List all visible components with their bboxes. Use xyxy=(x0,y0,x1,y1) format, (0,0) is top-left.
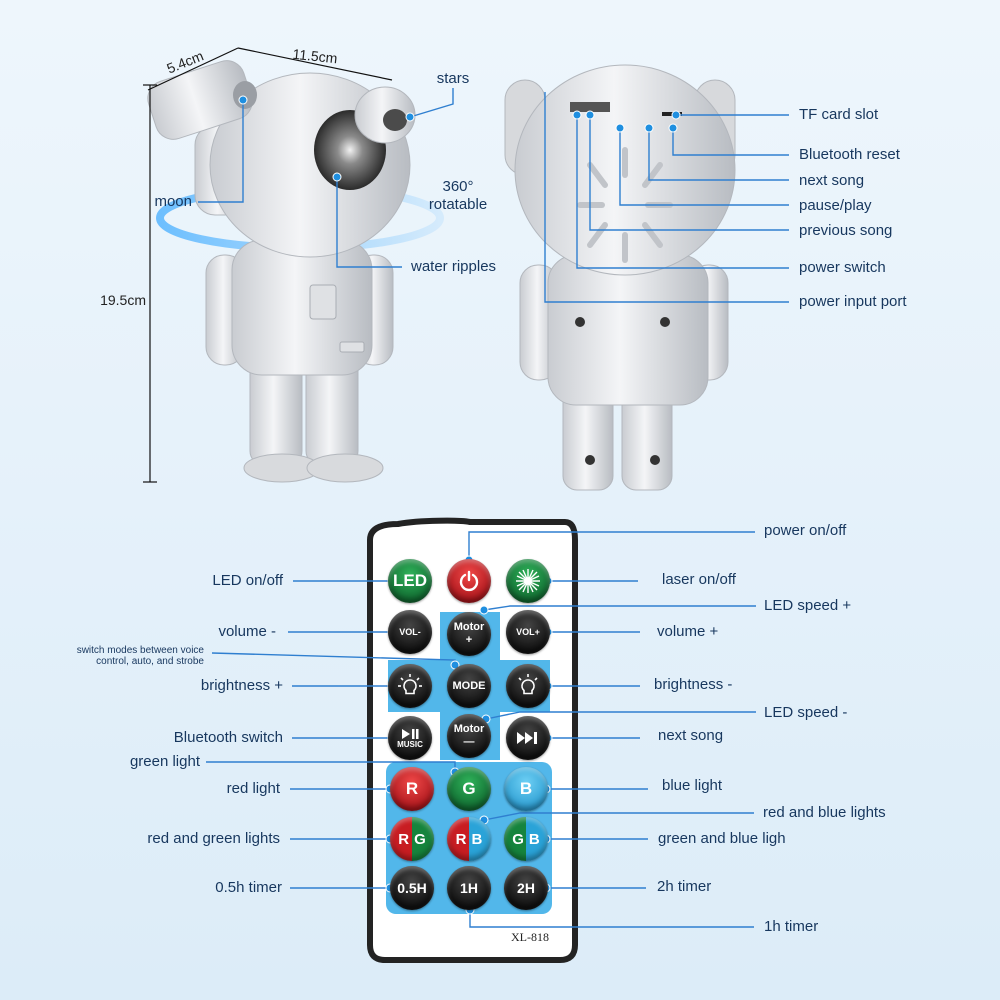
blue-light-button[interactable]: B xyxy=(504,767,548,811)
label-switch-modes: switch modes between voice control, auto… xyxy=(76,645,204,667)
label-green-light: green light xyxy=(129,753,200,770)
label-previous-song: previous song xyxy=(799,222,893,239)
power-icon xyxy=(459,570,479,592)
led-button[interactable]: LED xyxy=(388,559,432,603)
label-moon: moon xyxy=(154,193,192,210)
play-pause-icon xyxy=(402,728,419,739)
timer-1h-button[interactable]: 1H xyxy=(447,866,491,910)
label-led-speed-plus: LED speed + xyxy=(764,597,852,614)
mode-button[interactable]: MODE xyxy=(447,664,491,708)
height-dimension: 19.5cm xyxy=(100,292,146,308)
dimension-lines xyxy=(143,47,393,483)
label-power-switch: power switch xyxy=(799,259,886,276)
label-laser-onoff: laser on/off xyxy=(662,571,736,588)
volume-up-button[interactable]: VOL+ xyxy=(506,610,550,654)
power-button[interactable] xyxy=(447,559,491,603)
label-next-song-remote: next song xyxy=(658,727,724,744)
label-timer-1: 1h timer xyxy=(764,918,819,935)
motor-plus-button[interactable]: Motor + xyxy=(447,612,491,656)
remote-leader-lines xyxy=(206,531,756,928)
laser-starburst-icon xyxy=(516,569,540,593)
label-water-ripples: water ripples xyxy=(411,258,497,275)
label-volume-plus: volume + xyxy=(657,623,719,640)
fast-forward-icon xyxy=(517,732,537,744)
label-pause-play: pause/play xyxy=(799,197,872,214)
brightness-down-button[interactable] xyxy=(506,664,550,708)
label-timer-2: 2h timer xyxy=(657,878,712,895)
label-brightness-minus: brightness - xyxy=(654,676,733,693)
label-led-speed-minus: LED speed - xyxy=(764,704,848,721)
bluetooth-music-button[interactable]: MUSIC xyxy=(388,716,432,760)
label-next-song-back: next song xyxy=(799,172,865,189)
label-stars: stars xyxy=(436,70,470,87)
top-anchor-dots xyxy=(238,95,681,182)
label-power-onoff: power on/off xyxy=(764,522,847,539)
label-red-and-green: red and green lights xyxy=(147,830,280,847)
label-timer-05: 0.5h timer xyxy=(215,879,282,896)
label-volume-minus: volume - xyxy=(218,623,276,640)
label-green-and-blue: green and blue ligh xyxy=(658,830,786,847)
next-song-button[interactable] xyxy=(506,716,550,760)
back-astronaut xyxy=(504,64,736,491)
label-red-and-blue: red and blue lights xyxy=(763,804,886,821)
bulb-icon xyxy=(398,674,422,695)
model-number: XL-818 xyxy=(511,930,549,944)
volume-down-button[interactable]: VOL- xyxy=(388,610,432,654)
label-brightness-plus: brightness + xyxy=(200,677,283,694)
laser-button[interactable] xyxy=(506,559,550,603)
bulb-icon xyxy=(518,674,538,695)
motor-minus-button[interactable]: Motor — xyxy=(447,714,491,758)
front-astronaut xyxy=(147,60,444,483)
brightness-up-button[interactable] xyxy=(388,664,432,708)
timer-2h-button[interactable]: 2H xyxy=(504,866,548,910)
label-red-light: red light xyxy=(226,780,280,797)
label-led-onoff: LED on/off xyxy=(212,572,283,589)
label-power-input-port: power input port xyxy=(799,293,907,310)
label-blue-light: blue light xyxy=(662,777,723,794)
label-bluetooth-switch: Bluetooth switch xyxy=(173,729,283,746)
top-leader-lines xyxy=(198,88,789,303)
green-light-button[interactable]: G xyxy=(447,767,491,811)
red-light-button[interactable]: R xyxy=(390,767,434,811)
timer-0-5h-button[interactable]: 0.5H xyxy=(390,866,434,910)
label-bluetooth-reset: Bluetooth reset xyxy=(799,146,900,163)
label-360-rotatable: 360° rotatable xyxy=(428,178,488,213)
label-tf-card-slot: TF card slot xyxy=(799,106,879,123)
